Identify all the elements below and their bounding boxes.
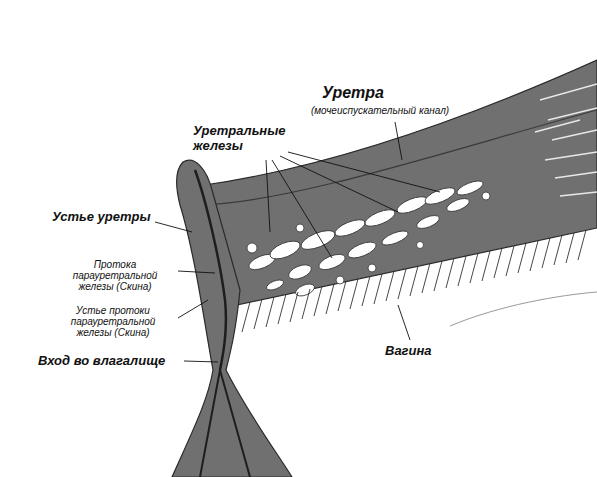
vaginal-rugae bbox=[242, 230, 586, 332]
structure-label: Вагина bbox=[385, 343, 432, 358]
muscle-fringe bbox=[535, 84, 597, 196]
urethra-band bbox=[198, 60, 597, 306]
structure-label: Уретральные железы bbox=[193, 123, 298, 153]
urethral-meatus-line bbox=[195, 170, 226, 370]
structure-note: (мочеиспускательный канал) bbox=[300, 105, 460, 117]
vaginal-opening-line bbox=[200, 370, 250, 477]
vulva-outline bbox=[172, 160, 292, 477]
structure-label: Устье уретры bbox=[52, 209, 151, 224]
vaginal-lumen bbox=[450, 292, 597, 326]
leader-lines bbox=[155, 122, 440, 362]
structure-note: Протока парауретральной железы (Скина) bbox=[54, 259, 176, 292]
structure-note: Устье протоки парауретральной железы (Ск… bbox=[52, 305, 174, 338]
structure-label: Вход во влагалище bbox=[38, 353, 165, 368]
structure-label: Уретра bbox=[322, 84, 384, 102]
